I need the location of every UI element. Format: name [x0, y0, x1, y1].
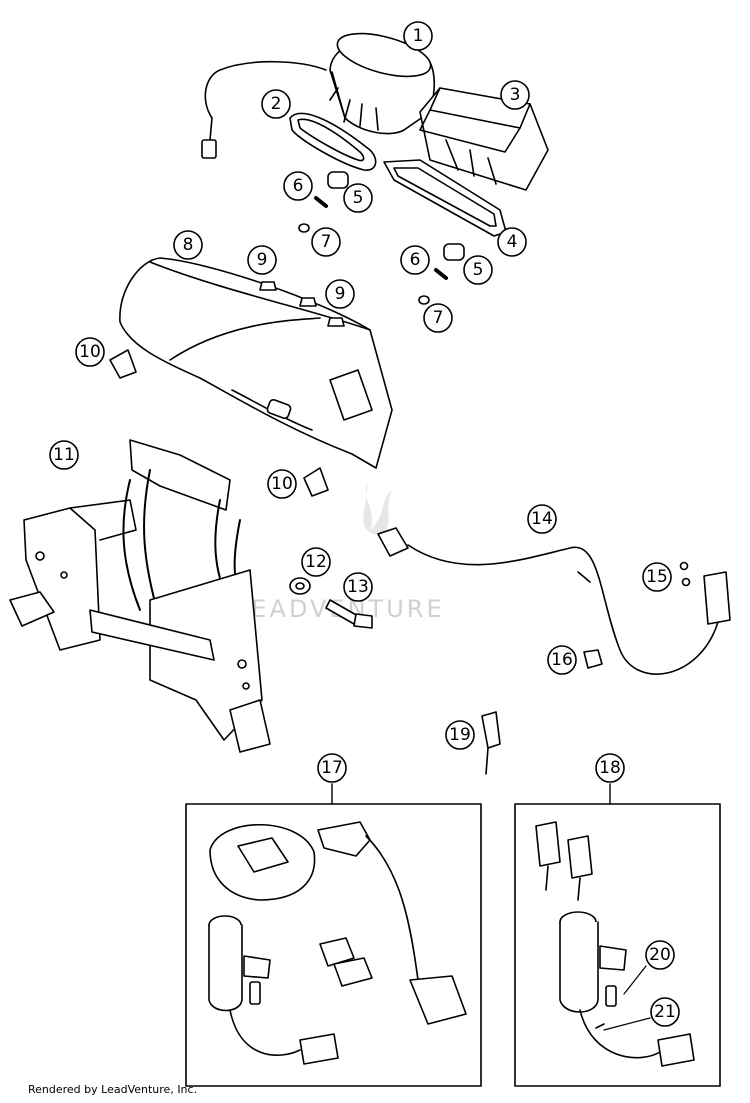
- svg-text:11: 11: [53, 445, 75, 465]
- svg-text:13: 13: [347, 577, 369, 597]
- svg-text:5: 5: [473, 260, 484, 280]
- cable-clip-part: [583, 649, 603, 669]
- svg-text:7: 7: [433, 308, 444, 328]
- speedometer-part: [201, 32, 436, 159]
- svg-text:8: 8: [183, 235, 194, 255]
- callout-21: 21: [650, 997, 680, 1027]
- callout-14: 14: [527, 504, 557, 534]
- gasket-upper-part: [289, 112, 377, 171]
- bolt-part: [325, 599, 373, 629]
- svg-text:9: 9: [335, 284, 346, 304]
- callout-16: 16: [547, 645, 577, 675]
- callout-19: 19: [445, 720, 475, 750]
- svg-text:7: 7: [321, 232, 332, 252]
- callout-7: 7: [423, 303, 453, 333]
- screw-pair: [679, 561, 691, 587]
- callout-2: 2: [261, 89, 291, 119]
- svg-text:5: 5: [353, 188, 364, 208]
- callout-18: 18: [595, 753, 625, 783]
- svg-text:14: 14: [531, 509, 553, 529]
- callout-7: 7: [311, 227, 341, 257]
- lock-set-box: [514, 803, 721, 1087]
- svg-text:10: 10: [79, 342, 101, 362]
- callout-3: 3: [500, 80, 530, 110]
- seat-lock-part: [317, 821, 467, 1025]
- callout-9: 9: [247, 245, 277, 275]
- bracket-frame-part: [9, 439, 271, 753]
- svg-text:18: 18: [599, 758, 621, 778]
- callout-12: 12: [301, 547, 331, 577]
- ignition-switch-part: [208, 915, 339, 1065]
- kit-keys: [319, 937, 373, 987]
- svg-text:6: 6: [410, 250, 421, 270]
- instrument-cover-part: [119, 257, 393, 469]
- leadventure-watermark: LEADVENTURE: [235, 482, 442, 623]
- svg-text:10: 10: [271, 474, 293, 494]
- nut-part: [289, 577, 311, 595]
- clip-part-upper: [109, 349, 137, 379]
- svg-text:15: 15: [646, 567, 668, 587]
- svg-text:4: 4: [507, 232, 518, 252]
- callout-8: 8: [173, 230, 203, 260]
- screw-set: [259, 281, 345, 327]
- callout-5: 5: [343, 183, 373, 213]
- sensor-cable-part: [377, 527, 731, 675]
- svg-text:20: 20: [649, 945, 671, 965]
- svg-text:16: 16: [551, 650, 573, 670]
- callout-6: 6: [283, 171, 313, 201]
- gasket-lower-part: [383, 159, 507, 237]
- callout-11: 11: [49, 440, 79, 470]
- key-part: [481, 711, 501, 775]
- footer-credit: Rendered by LeadVenture, Inc.: [28, 1083, 198, 1096]
- callout-4: 4: [497, 227, 527, 257]
- grommet-left: [298, 171, 349, 233]
- callout-20: 20: [645, 940, 675, 970]
- display-unit-part: [419, 87, 549, 191]
- svg-text:12: 12: [305, 552, 327, 572]
- svg-text:1: 1: [413, 26, 424, 46]
- svg-text:9: 9: [257, 250, 268, 270]
- svg-text:21: 21: [654, 1002, 676, 1022]
- callout-15: 15: [642, 562, 672, 592]
- callout-10: 10: [267, 469, 297, 499]
- callout-13: 13: [343, 572, 373, 602]
- callout-9: 9: [325, 279, 355, 309]
- svg-text:2: 2: [271, 94, 282, 114]
- callout-1: 1: [403, 21, 433, 51]
- ignition-lock-kit-box: [185, 803, 482, 1087]
- svg-text:6: 6: [293, 176, 304, 196]
- callout-5: 5: [463, 255, 493, 285]
- grommet-right: [418, 243, 465, 305]
- callout-labels: 1 2 3 4 5 5 6 6 7 7 8 9 9 10 10 11 12 13…: [49, 21, 680, 1027]
- callout-10: 10: [75, 337, 105, 367]
- svg-text:3: 3: [510, 85, 521, 105]
- svg-text:17: 17: [321, 758, 343, 778]
- callout-6: 6: [400, 245, 430, 275]
- fuel-cap-part: [209, 824, 316, 901]
- clip-part-lower: [303, 467, 329, 497]
- lock-set-keys: [535, 821, 593, 901]
- callout-17: 17: [317, 753, 347, 783]
- svg-text:19: 19: [449, 725, 471, 745]
- lock-set-switch: [559, 911, 695, 1067]
